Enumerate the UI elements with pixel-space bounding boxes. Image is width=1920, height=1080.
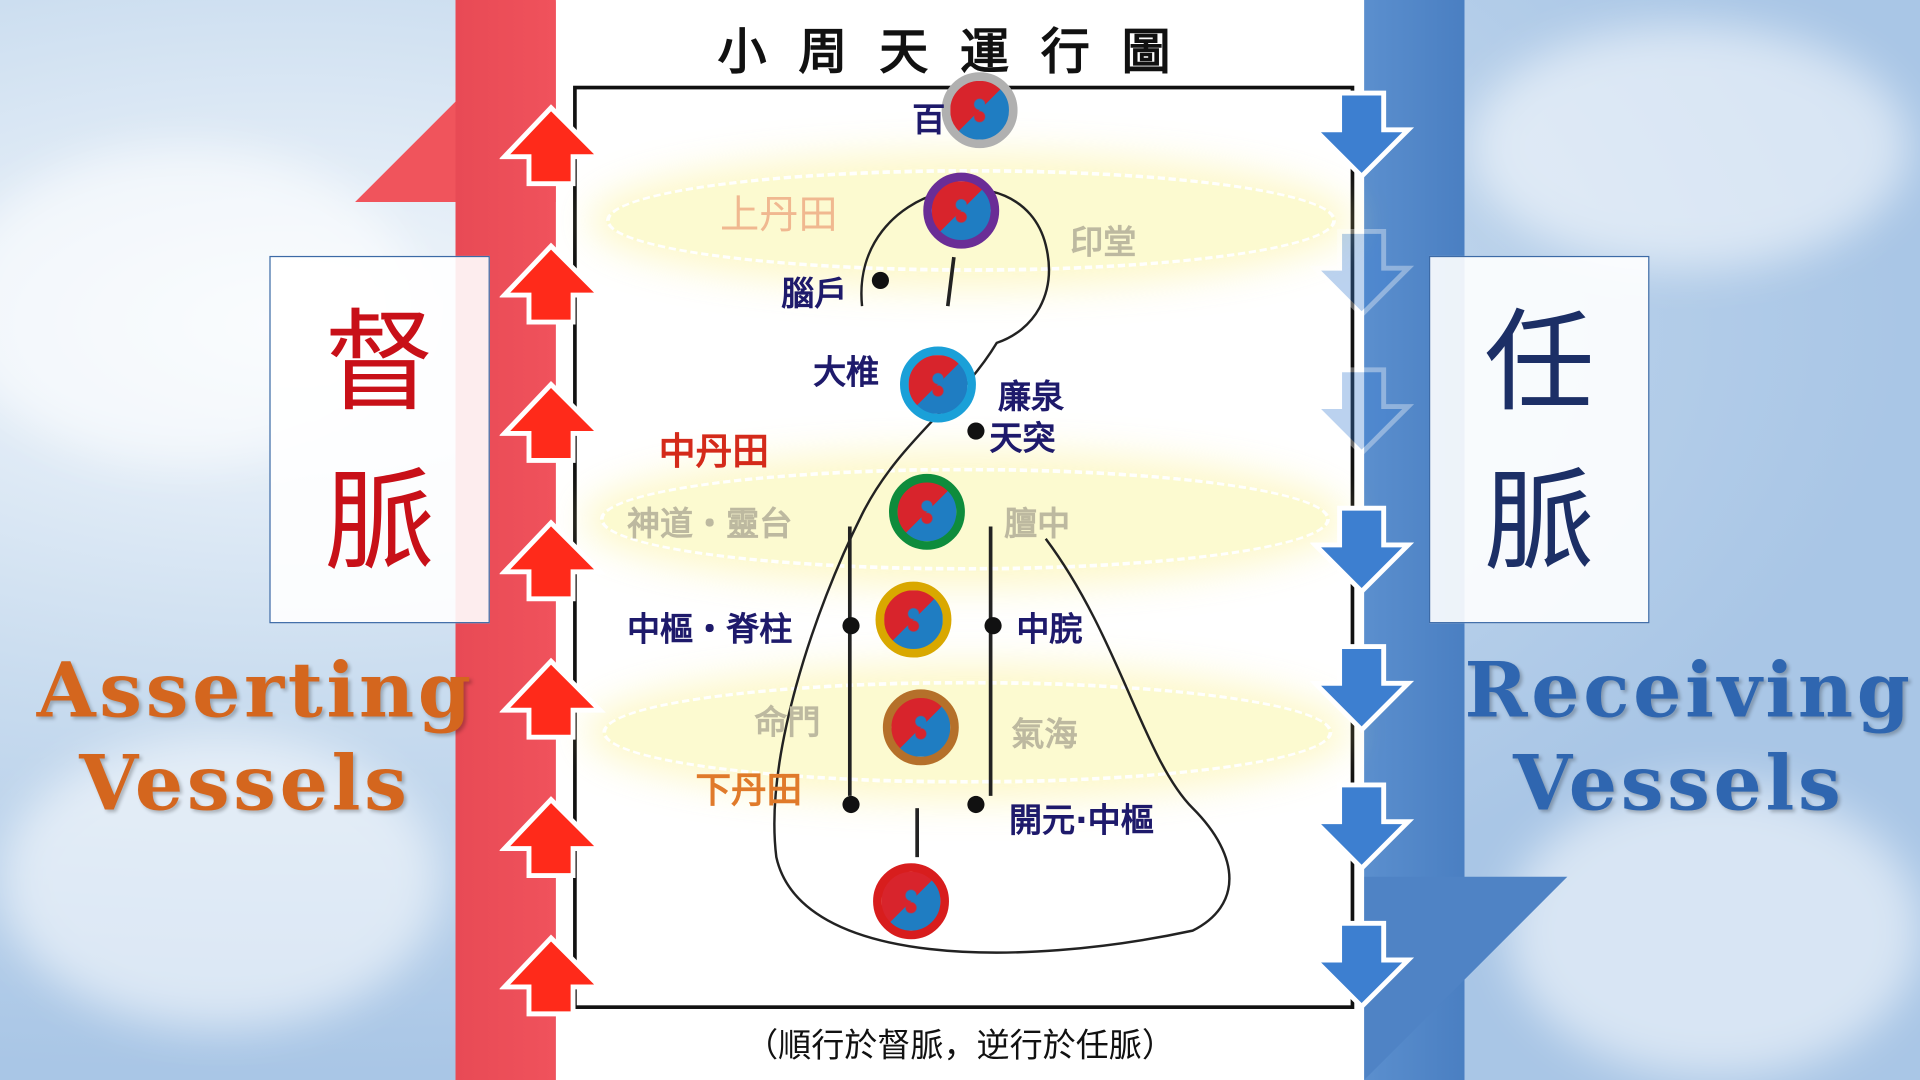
down-arrow-icon bbox=[1310, 920, 1415, 1011]
point-label-tiantu: 天突 bbox=[989, 420, 1056, 458]
conception-vessel-arrow-head bbox=[1364, 876, 1568, 1080]
governor-vessel-box: 督 脈 bbox=[269, 255, 490, 624]
down-arrow-icon bbox=[1310, 505, 1415, 595]
acupoint-dot bbox=[871, 271, 889, 289]
cloud bbox=[1469, 24, 1911, 270]
middle-dantian-band bbox=[600, 467, 1330, 571]
up-arrow-icon bbox=[499, 242, 606, 325]
down-arrow-icon bbox=[1310, 90, 1415, 180]
acupoint-dot bbox=[984, 617, 1002, 635]
conception-vessel-char-1: 任 bbox=[1484, 298, 1595, 428]
yin-yang-orb-lower-dantian bbox=[882, 689, 959, 766]
up-arrow-icon bbox=[499, 380, 606, 463]
yin-yang-orb-root bbox=[873, 863, 949, 940]
up-arrow-icon bbox=[499, 104, 606, 187]
point-label-middle-dantian: 中丹田 bbox=[658, 431, 769, 474]
acupoint-dot bbox=[842, 795, 860, 814]
yin-yang-orb-crown bbox=[941, 72, 1018, 149]
cloud bbox=[1506, 783, 1920, 1078]
point-label-zhongshu: 中樞・脊柱 bbox=[626, 611, 793, 649]
acupoint-dot bbox=[967, 422, 985, 440]
up-arrow-icon bbox=[499, 796, 606, 878]
point-label-qihai: 氣海 bbox=[1011, 716, 1078, 755]
point-label-mingmen: 命門 bbox=[754, 704, 821, 743]
point-label-guanyuan: 開元·中樞 bbox=[1008, 802, 1154, 841]
governor-vessel-char-2: 脈 bbox=[324, 457, 435, 587]
point-label-upper-dantian: 上丹田 bbox=[720, 191, 838, 238]
governor-vessel-char-1: 督 bbox=[324, 298, 435, 428]
acupoint-dot bbox=[842, 617, 860, 635]
asserting-line-1: Asserting bbox=[36, 645, 475, 735]
down-arrows bbox=[1310, 90, 1415, 1011]
asserting-line-2: Vessels bbox=[79, 738, 411, 828]
lower-dantian-band bbox=[602, 680, 1333, 784]
point-label-lianquan: 廉泉 bbox=[997, 378, 1065, 417]
diagram-title: 小周天運行圖 bbox=[717, 23, 1203, 81]
point-label-baihui: 百 bbox=[912, 101, 946, 140]
down-arrow-icon bbox=[1310, 367, 1415, 457]
receiving-vessels-label: Receiving Vessels bbox=[1464, 644, 1914, 830]
point-label-yintang: 印堂 bbox=[1070, 224, 1137, 263]
body-outline bbox=[773, 187, 1231, 954]
yin-yang-orb-throat bbox=[900, 346, 976, 423]
point-label-naohu: 腦戶 bbox=[781, 275, 848, 314]
diagram-caption: （順行於督脈，逆行於任脈） bbox=[745, 1027, 1175, 1066]
asserting-vessels-label: Asserting Vessels bbox=[36, 644, 475, 830]
up-arrow-icon bbox=[499, 519, 606, 602]
yin-yang-orb-solar bbox=[875, 581, 952, 658]
up-arrow-icon bbox=[499, 934, 606, 1017]
point-label-dazhui: 大椎 bbox=[813, 353, 880, 392]
conception-vessel-box: 任 脈 bbox=[1428, 255, 1650, 624]
receiving-line-2: Vessels bbox=[1513, 738, 1845, 828]
yin-yang-orb-upper-dantian bbox=[923, 172, 1000, 249]
point-label-lower-dantian: 下丹田 bbox=[695, 768, 803, 811]
acupoint-dot bbox=[967, 795, 985, 814]
receiving-line-1: Receiving bbox=[1464, 645, 1914, 735]
down-arrow-icon bbox=[1310, 228, 1415, 319]
up-arrow-icon bbox=[499, 657, 606, 740]
point-label-shendao: 神道・靈台 bbox=[626, 505, 793, 544]
down-arrow-icon bbox=[1310, 782, 1415, 872]
up-arrows bbox=[499, 104, 606, 1017]
yin-yang-orb-middle-dantian bbox=[888, 473, 965, 550]
point-label-danzhong: 膻中 bbox=[1004, 505, 1071, 544]
down-arrow-icon bbox=[1310, 644, 1415, 734]
point-label-zhongwan: 中脘 bbox=[1016, 611, 1083, 649]
conception-vessel-char-2: 脈 bbox=[1484, 457, 1595, 587]
cloud bbox=[0, 734, 441, 1029]
